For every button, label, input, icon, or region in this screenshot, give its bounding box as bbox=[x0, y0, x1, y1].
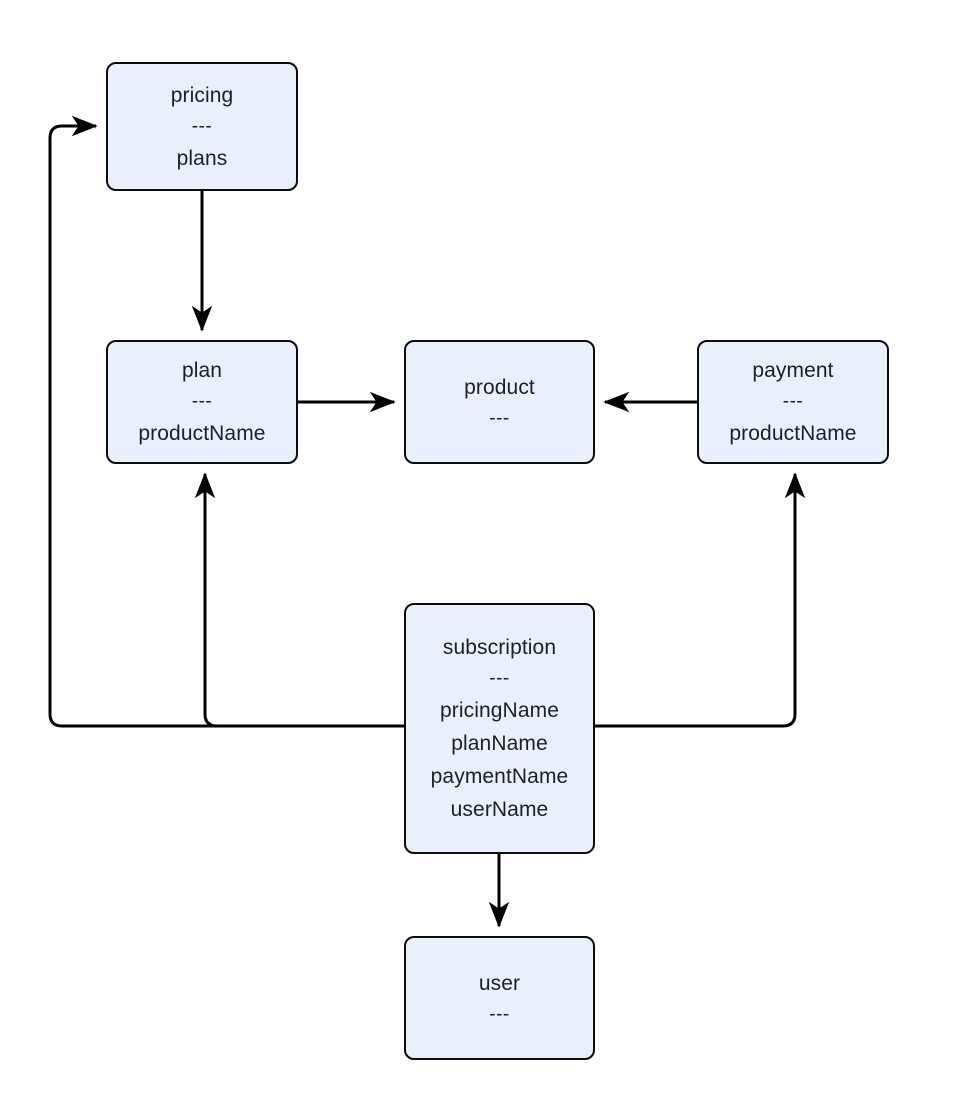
node-payment[interactable]: payment --- productName bbox=[697, 340, 889, 464]
node-subscription-title: subscription bbox=[442, 636, 557, 659]
node-subscription-attribute-plan-name: planName bbox=[451, 732, 548, 755]
node-pricing-attribute-plans: plans bbox=[176, 146, 228, 170]
node-subscription-attribute-user-name: userName bbox=[450, 798, 549, 821]
node-payment-attribute-product-name: productName bbox=[729, 422, 857, 445]
node-user-title: user bbox=[478, 971, 521, 995]
node-pricing-title: pricing bbox=[170, 83, 234, 107]
node-user[interactable]: user --- bbox=[404, 936, 595, 1060]
node-payment-title: payment bbox=[752, 359, 834, 382]
node-plan[interactable]: plan --- productName bbox=[106, 340, 298, 464]
edge-subscription-to-plan bbox=[194, 472, 404, 728]
node-subscription[interactable]: subscription --- pricingName planName pa… bbox=[404, 603, 595, 854]
edge-subscription-to-payment bbox=[595, 472, 806, 728]
node-subscription-separator: --- bbox=[489, 668, 510, 689]
node-plan-title: plan bbox=[181, 359, 223, 382]
node-product-title: product bbox=[464, 375, 535, 399]
node-subscription-attribute-pricing-name: pricingName bbox=[440, 699, 559, 722]
node-pricing-separator: --- bbox=[191, 115, 213, 137]
node-product-separator: --- bbox=[489, 407, 510, 429]
edge-subscription-to-pricing bbox=[48, 115, 404, 728]
node-plan-attribute-product-name: productName bbox=[138, 422, 266, 445]
node-pricing[interactable]: pricing --- plans bbox=[106, 62, 298, 191]
node-product[interactable]: product --- bbox=[404, 340, 595, 464]
node-payment-separator: --- bbox=[782, 391, 804, 412]
node-user-separator: --- bbox=[489, 1003, 510, 1025]
node-plan-separator: --- bbox=[191, 391, 213, 412]
node-subscription-attribute-payment-name: paymentName bbox=[430, 765, 569, 788]
